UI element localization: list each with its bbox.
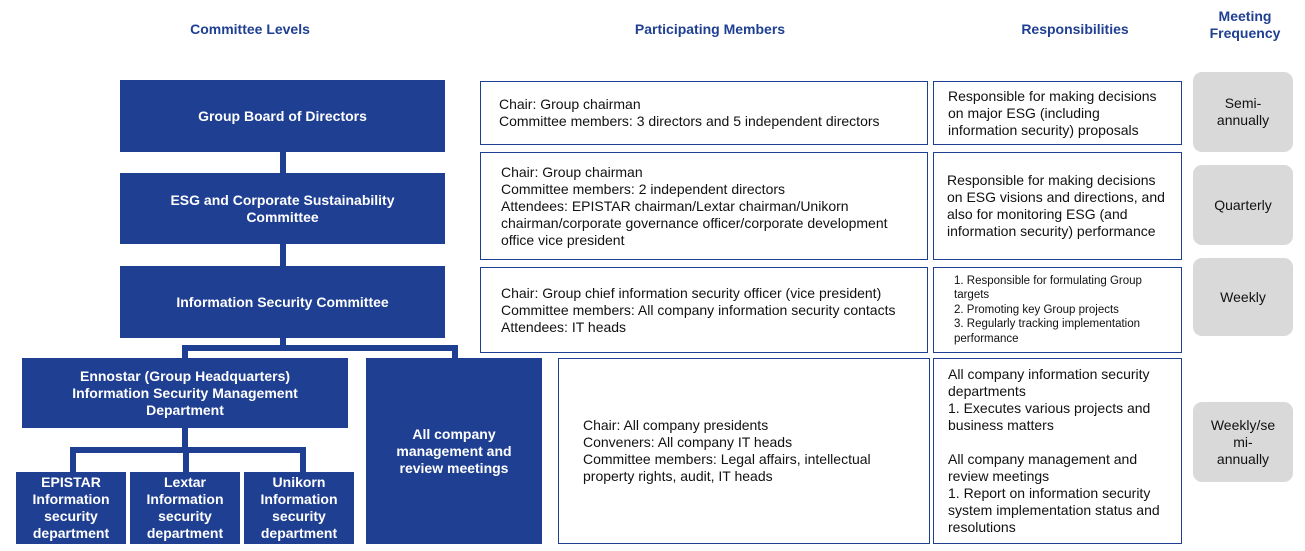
responsibilities-infosec-line: 2. Promoting key Group projects: [954, 303, 1119, 316]
connector-to-ennostar: [182, 345, 188, 359]
members-all-company-line: Committee members: Legal affairs, intell…: [583, 451, 871, 484]
members-board: Chair: Group chairman Committee members:…: [480, 81, 928, 145]
frequency-bottom: Weekly/se mi- annually: [1193, 402, 1293, 482]
box-ennostar-department: Ennostar (Group Headquarters) Informatio…: [22, 358, 348, 428]
members-esg-line: Committee members: 2 independent directo…: [501, 180, 786, 197]
box-unikorn-department: Unikorn Information security department: [244, 472, 354, 544]
members-infosec-line: Chair: Group chief information security …: [501, 284, 882, 301]
responsibilities-infosec-line: 3. Regularly tracking implementation per…: [954, 318, 1141, 345]
members-esg-line: Attendees: EPISTAR chairman/Lextar chair…: [501, 197, 888, 248]
members-infosec-line: Committee members: All company informati…: [501, 301, 896, 318]
responsibilities-infosec-line: 1. Responsible for formulating Group tar…: [954, 274, 1142, 302]
members-all-company-line: Conveners: All company IT heads: [583, 434, 793, 450]
members-esg-line: Chair: Group chairman: [501, 163, 643, 180]
box-epistar-department: EPISTAR Information security department: [16, 472, 126, 544]
connector-to-epistar: [70, 447, 76, 473]
header-meeting-frequency: Meeting Frequency: [1209, 8, 1281, 41]
responsibilities-bottom-line: 1. Executes various projects and busines…: [948, 400, 1151, 433]
box-information-security-committee: Information Security Committee: [120, 266, 445, 338]
responsibilities-esg: Responsible for making decisions on ESG …: [933, 152, 1182, 260]
responsibilities-bottom-line: All company information security departm…: [948, 366, 1150, 399]
connector-infosec-down: [280, 336, 286, 348]
box-all-company-meetings: All company management and review meetin…: [366, 358, 542, 544]
responsibilities-spacer: [948, 434, 1167, 451]
members-board-line: Chair: Group chairman: [499, 96, 641, 112]
responsibilities-bottom-line: 1. Report on information security system…: [948, 485, 1160, 535]
members-infosec-line: Attendees: IT heads: [501, 318, 627, 335]
responsibilities-bottom: All company information security departm…: [933, 358, 1182, 544]
connector-horizontal-branch: [182, 345, 458, 351]
header-participating-members: Participating Members: [634, 21, 786, 37]
box-lextar-department: Lextar Information security department: [130, 472, 240, 544]
box-esg-committee: ESG and Corporate Sustainability Committ…: [120, 173, 445, 244]
frequency-board: Semi- annually: [1193, 72, 1293, 152]
responsibilities-bottom-line: All company management and review meetin…: [948, 451, 1138, 484]
frequency-infosec: Weekly: [1193, 258, 1293, 336]
connector-to-unikorn: [300, 447, 306, 473]
responsibilities-esg-text: Responsible for making decisions on ESG …: [947, 172, 1165, 239]
responsibilities-board: Responsible for making decisions on majo…: [933, 81, 1182, 145]
connector-ennostar-down: [182, 426, 188, 450]
frequency-esg: Quarterly: [1193, 165, 1293, 245]
connector-esg-infosec: [280, 242, 286, 268]
members-board-line: Committee members: 3 directors and 5 ind…: [499, 113, 880, 129]
responsibilities-board-text: Responsible for making decisions on majo…: [948, 87, 1157, 138]
members-all-company-line: Chair: All company presidents: [583, 417, 769, 433]
connector-to-lextar: [183, 447, 189, 473]
connector-to-all-company: [452, 345, 458, 359]
members-infosec: Chair: Group chief information security …: [480, 267, 928, 353]
header-committee-levels: Committee Levels: [190, 21, 310, 37]
connector-board-esg: [280, 150, 286, 176]
members-all-company: Chair: All company presidents Conveners:…: [558, 358, 930, 544]
members-esg: Chair: Group chairman Committee members:…: [480, 152, 928, 260]
box-group-board-of-directors: Group Board of Directors: [120, 80, 445, 152]
header-responsibilities: Responsibilities: [1021, 21, 1129, 37]
responsibilities-infosec: 1. Responsible for formulating Group tar…: [933, 267, 1182, 353]
